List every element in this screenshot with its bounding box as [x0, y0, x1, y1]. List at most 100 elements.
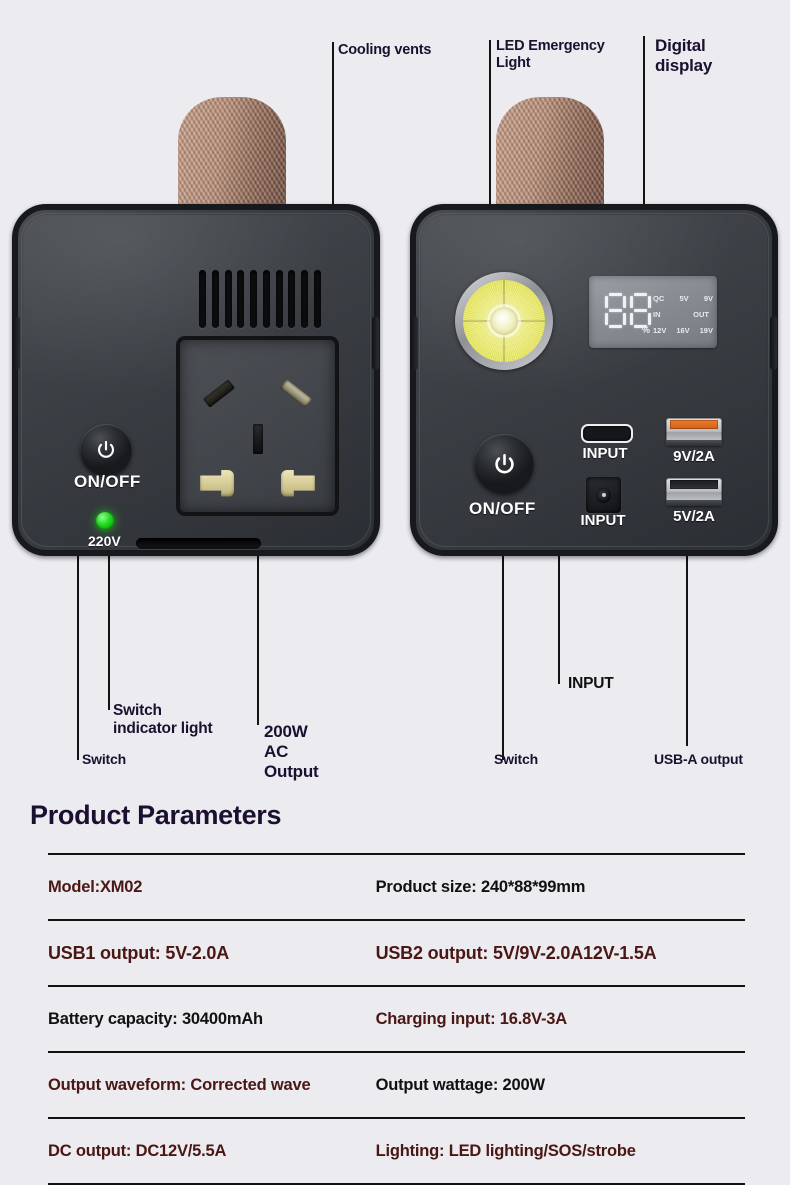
usb-c-input-port[interactable]	[581, 424, 633, 443]
callout-line-led-light	[489, 40, 491, 310]
vent-slot	[262, 270, 270, 328]
table-row: USB1 output: 5V-2.0A USB2 output: 5V/9V-…	[48, 919, 745, 985]
callout-ac-output: 200W AC Output	[264, 722, 319, 782]
callout-digital-display: Digital display	[655, 36, 713, 76]
lcd-tag-in: IN	[653, 310, 661, 319]
carry-strap-left	[178, 97, 286, 215]
socket-pin-center	[252, 424, 263, 455]
bottom-slot-strip	[136, 538, 261, 549]
callout-switch-indicator-light: Switch indicator light	[113, 702, 213, 738]
led-reflector	[462, 279, 546, 363]
power-icon	[98, 440, 114, 458]
power-button-label-back: ON/OFF	[469, 499, 536, 518]
param-cell-left: DC output: DC12V/5.5A	[48, 1141, 227, 1160]
power-button-label-front: ON/OFF	[74, 472, 141, 491]
vent-slot	[250, 270, 258, 328]
socket-pin-bottom-right	[280, 469, 315, 497]
callout-line-digital-display	[643, 36, 645, 302]
callout-line-cooling-vents	[332, 42, 334, 290]
lcd-percent-symbol: %	[642, 325, 651, 335]
lcd-tag-9v: 9V	[703, 294, 713, 303]
lcd-tag-out: OUT	[693, 310, 709, 319]
vent-slot	[301, 270, 309, 328]
strap-band	[496, 97, 604, 215]
usb-a-port-9v-label: 9V/2A	[673, 448, 715, 465]
lcd-tag-19v: 19V	[699, 326, 713, 335]
vent-slot	[224, 270, 232, 328]
usb-a-port-5v[interactable]	[666, 478, 722, 506]
page-title: Product Parameters	[30, 800, 282, 830]
lcd-tag-row-1: QC 5V 9V	[653, 294, 713, 303]
vent-slot	[275, 270, 283, 328]
lcd-digits	[605, 293, 651, 328]
callout-line-input	[558, 442, 560, 684]
usb-tongue	[670, 419, 718, 430]
lcd-digit	[605, 293, 626, 328]
usb-tongue	[670, 479, 718, 490]
callout-cooling-vents: Cooling vents	[338, 42, 432, 58]
vent-slot	[211, 270, 219, 328]
cooling-vents	[199, 270, 321, 328]
lcd-tag-row-2: IN OUT	[653, 310, 713, 319]
table-row: Output waveform: Corrected wave Output w…	[48, 1051, 745, 1117]
usb-c-input-label: INPUT	[582, 445, 628, 462]
callout-switch-left: Switch	[82, 751, 126, 767]
side-notch-left	[13, 316, 20, 370]
lcd-tag-qc: QC	[653, 294, 665, 303]
param-cell-left: USB1 output: 5V-2.0A	[48, 942, 230, 963]
param-cell-right: Product size: 240*88*99mm	[375, 877, 586, 896]
parameters-table: Model:XM02 Product size: 240*88*99mm USB…	[48, 853, 745, 1185]
socket-pin-top-left	[203, 379, 236, 408]
vent-slot	[313, 270, 321, 328]
vent-slot	[288, 270, 296, 328]
param-cell-left: Output waveform: Corrected wave	[48, 1075, 311, 1094]
lcd-indicator-tags: QC 5V 9V IN OUT 12V 16V 19V	[653, 294, 713, 335]
param-cell-right: USB2 output: 5V/9V-2.0A12V-1.5A	[375, 942, 657, 963]
product-parameters-section: Product Parameters Model:XM02 Product si…	[0, 800, 790, 1185]
usb-shell-base	[666, 439, 722, 446]
callout-input: INPUT	[568, 675, 614, 692]
socket-pin-top-right	[279, 379, 312, 408]
power-button-back[interactable]	[474, 434, 534, 494]
param-cell-right: Lighting: LED lighting/SOS/strobe	[375, 1141, 636, 1160]
socket-pin-bottom-left	[200, 469, 235, 497]
vent-slot	[237, 270, 245, 328]
param-cell-left: Model:XM02	[48, 877, 143, 896]
callout-line-ac-output	[257, 520, 259, 725]
side-notch-right	[770, 316, 777, 370]
usb-shell-base	[666, 499, 722, 506]
callout-line-switch-indicator	[108, 530, 110, 710]
param-cell-right: Charging input: 16.8V-3A	[375, 1009, 568, 1028]
side-notch-left	[411, 316, 418, 370]
power-button-front[interactable]	[80, 424, 132, 476]
carry-strap-right	[496, 97, 604, 215]
callout-led-emergency-light: LED Emergency Light	[496, 38, 605, 72]
lcd-digit	[630, 293, 651, 328]
param-cell-left: Battery capacity: 30400mAh	[48, 1009, 263, 1028]
strap-band	[178, 97, 286, 215]
callout-line-switch-left	[77, 470, 79, 760]
side-notch-right	[372, 316, 379, 370]
callout-line-usb-a-output	[686, 446, 688, 746]
callout-switch-right: Switch	[494, 751, 538, 767]
dc-jack-input-label: INPUT	[580, 512, 626, 529]
callout-line-switch-right	[502, 512, 504, 760]
vent-slot	[199, 270, 206, 328]
table-row: Battery capacity: 30400mAh Charging inpu…	[48, 985, 745, 1051]
led-emitter	[490, 307, 518, 335]
led-torch[interactable]	[455, 272, 553, 370]
usb-a-port-9v[interactable]	[666, 418, 722, 446]
dc-jack-input-port[interactable]	[586, 477, 621, 513]
usb-a-port-5v-label: 5V/2A	[673, 508, 715, 525]
table-row: Model:XM02 Product size: 240*88*99mm	[48, 853, 745, 919]
lcd-tag-16v: 16V	[676, 326, 690, 335]
digital-display: QC 5V 9V IN OUT 12V 16V 19V %	[589, 276, 717, 348]
dc-jack-hole	[596, 487, 611, 503]
lcd-tag-5v: 5V	[679, 294, 689, 303]
indicator-led-220v	[96, 512, 114, 530]
table-row: DC output: DC12V/5.5A Lighting: LED ligh…	[48, 1117, 745, 1185]
callout-usb-a-output: USB-A output	[654, 751, 743, 767]
power-icon	[494, 453, 514, 473]
indicator-label-220v: 220V	[88, 533, 121, 549]
ac-socket[interactable]	[180, 340, 335, 512]
